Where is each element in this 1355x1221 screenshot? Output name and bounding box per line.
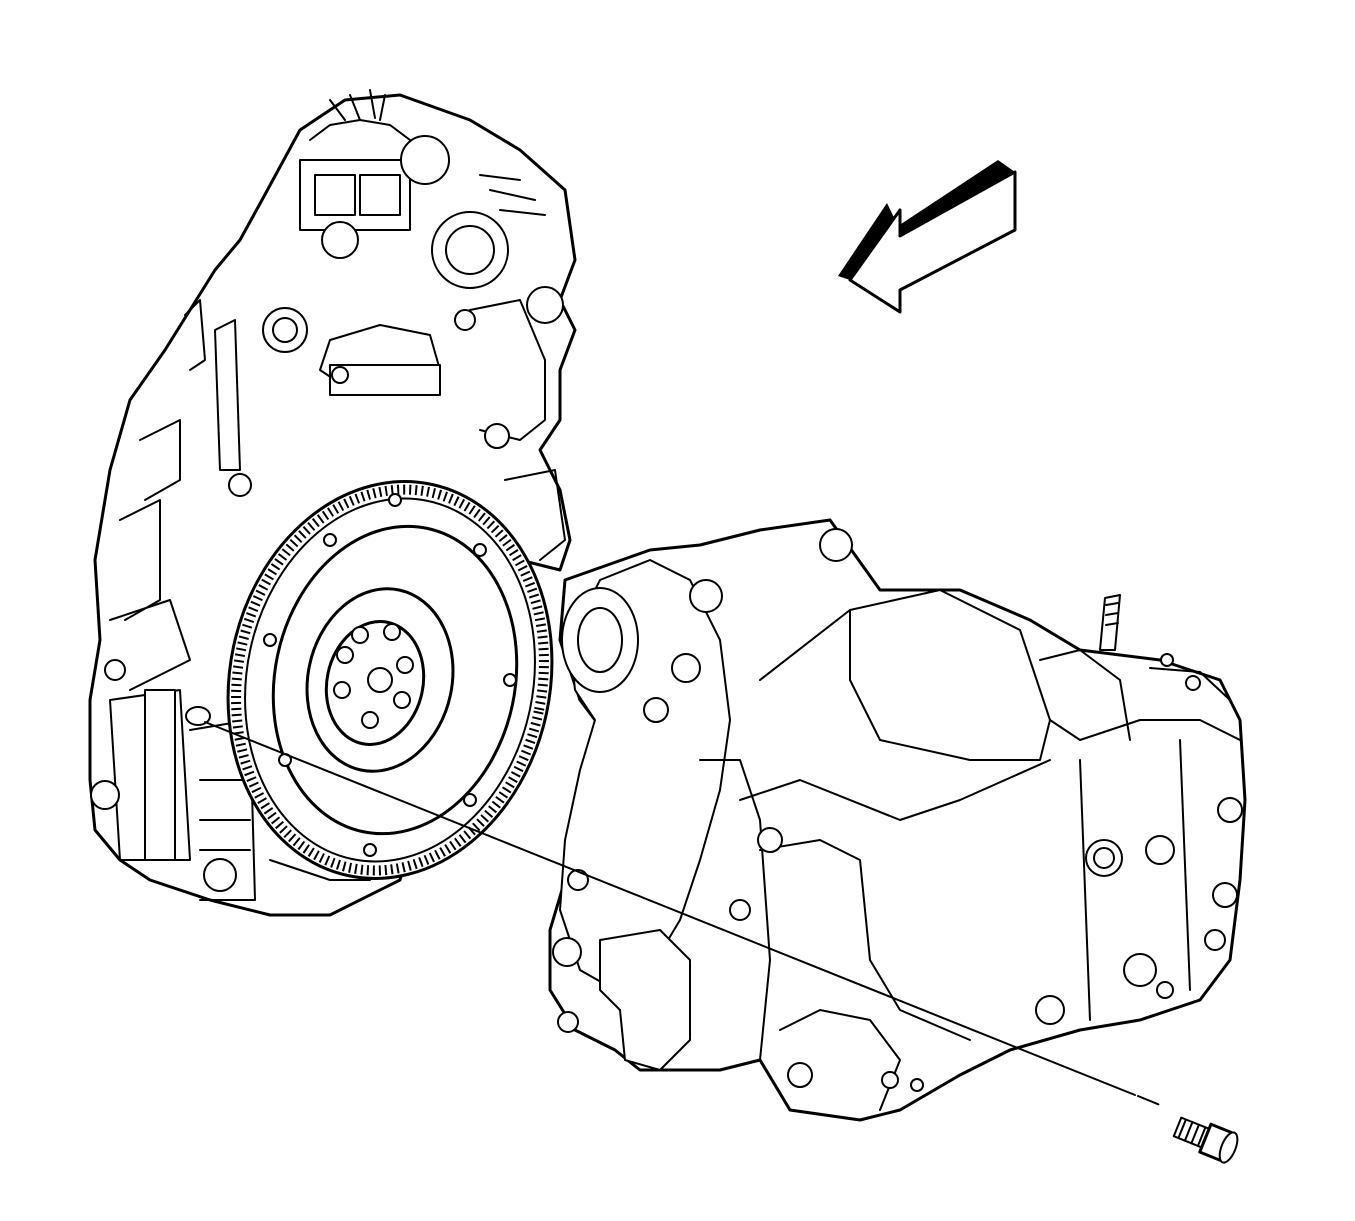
flywheel [185, 480, 554, 880]
alignment-line [204, 721, 1166, 1108]
mounting-bolt [1172, 1116, 1239, 1164]
direction-arrow [838, 160, 1017, 314]
transaxle [548, 518, 1247, 1122]
